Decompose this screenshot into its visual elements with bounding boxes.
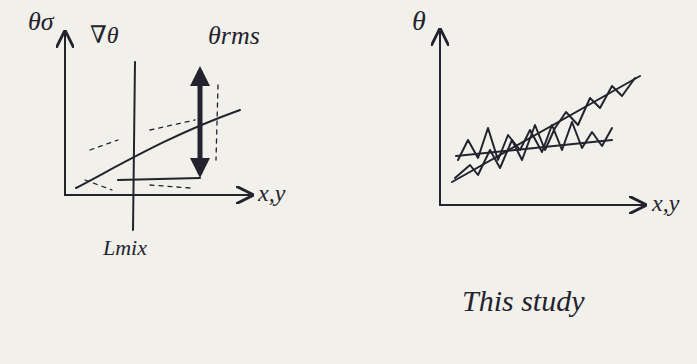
sketch-label: θσ <box>28 8 54 37</box>
sketch-label: This study <box>462 284 585 317</box>
sketch-label: Lmix <box>103 236 147 260</box>
sketch-label: x,y <box>652 190 679 216</box>
sketch-label: x,y <box>258 180 285 206</box>
sketch-label: θ <box>412 6 426 37</box>
sketch-label: θrms <box>208 22 260 51</box>
sketch-label: ∇θ <box>90 22 119 48</box>
